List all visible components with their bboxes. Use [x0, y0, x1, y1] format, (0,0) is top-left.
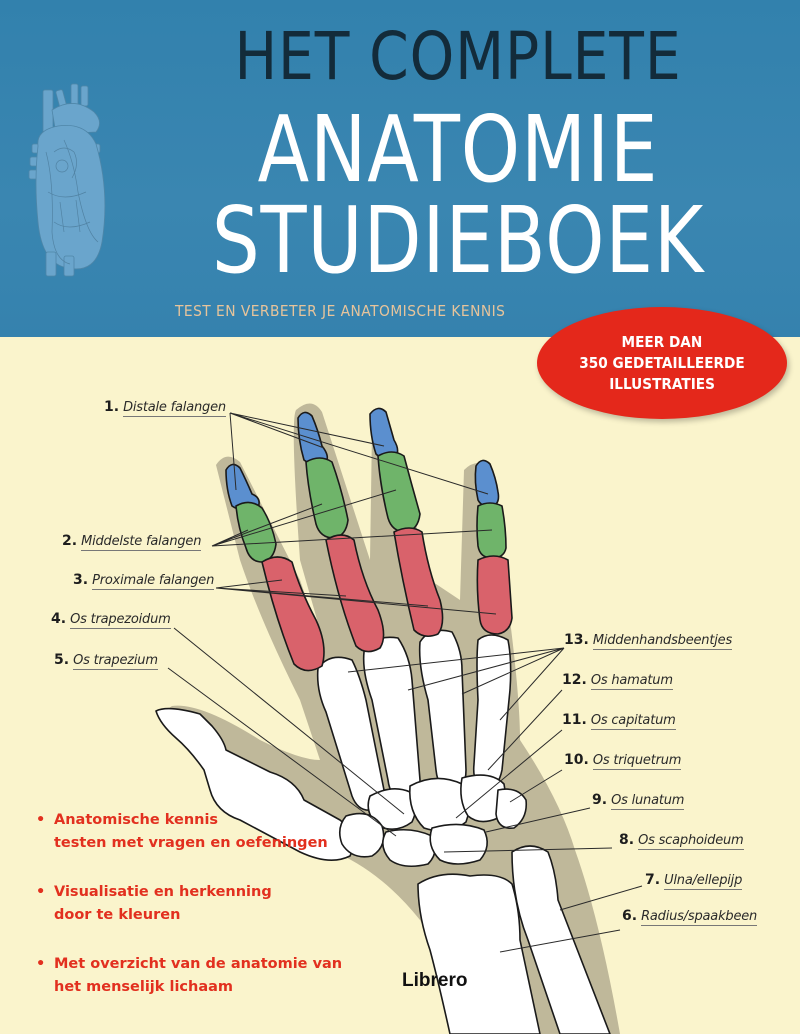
label-number: 3.: [73, 572, 89, 588]
feature-line: het menselijk lichaam: [54, 979, 234, 995]
label-number: 5.: [54, 652, 70, 668]
label-middenhandsbeentjes: 13. Middenhandsbeentjes: [564, 632, 732, 650]
feature-item: Anatomische kennis testen met vragen en …: [36, 809, 366, 855]
feature-item: Met overzicht van de anatomie van het me…: [36, 953, 366, 999]
label-name: Radius/spaakbeen: [641, 909, 758, 926]
label-os-lunatum: 9. Os lunatum: [592, 792, 684, 810]
title-line-2: ANATOMIE: [257, 96, 659, 203]
label-number: 1.: [104, 399, 120, 415]
label-number: 11.: [562, 712, 587, 728]
hand-skeleton-illustration: [155, 403, 643, 1034]
label-name: Os trapezium: [73, 653, 158, 670]
heart-illustration-icon: [28, 83, 106, 277]
label-name: Os triquetrum: [592, 753, 682, 770]
label-name: Proximale falangen: [92, 573, 215, 590]
label-number: 13.: [564, 632, 589, 648]
label-number: 9.: [592, 792, 608, 808]
title-line-3: STUDIEBOEK: [211, 187, 705, 294]
label-name: Middelste falangen: [81, 534, 202, 551]
feature-list: Anatomische kennis testen met vragen en …: [36, 809, 366, 1025]
label-name: Ulna/ellepijp: [664, 873, 743, 890]
label-name: Middenhandsbeentjes: [592, 633, 733, 650]
feature-item: Visualisatie en herkenning door te kleur…: [36, 881, 366, 927]
label-number: 6.: [622, 908, 638, 924]
label-proximale-falangen: 3. Proximale falangen: [73, 572, 214, 590]
label-os-trapezium: 5. Os trapezium: [54, 652, 158, 670]
label-ulna: 7. Ulna/ellepijp: [645, 872, 742, 890]
badge-line-3: ILLUSTRATIES: [609, 374, 715, 393]
label-os-capitatum: 11. Os capitatum: [562, 712, 676, 730]
label-number: 7.: [645, 872, 661, 888]
label-number: 4.: [51, 611, 67, 627]
feature-line: Met overzicht van de anatomie van: [54, 956, 343, 972]
badge-line-2: 350 GEDETAILLEERDE: [579, 353, 745, 372]
feature-line: door te kleuren: [54, 907, 181, 923]
label-number: 12.: [562, 672, 587, 688]
illustrations-count-badge: MEER DAN 350 GEDETAILLEERDE ILLUSTRATIES: [537, 307, 787, 419]
publisher-logo: Librero: [402, 970, 468, 991]
label-name: Os lunatum: [611, 793, 685, 810]
label-middelste-falangen: 2. Middelste falangen: [62, 533, 201, 551]
label-os-triquetrum: 10. Os triquetrum: [564, 752, 681, 770]
label-name: Os trapezoidum: [70, 612, 171, 629]
badge-line-1: MEER DAN: [621, 332, 703, 351]
label-os-hamatum: 12. Os hamatum: [562, 672, 673, 690]
label-os-scaphoideum: 8. Os scaphoideum: [619, 832, 744, 850]
label-name: Os hamatum: [590, 673, 673, 690]
feature-line: Anatomische kennis: [54, 812, 219, 828]
label-radius: 6. Radius/spaakbeen: [622, 908, 757, 926]
feature-line: Visualisatie en herkenning: [54, 884, 272, 900]
label-name: Os capitatum: [590, 713, 676, 730]
label-number: 2.: [62, 533, 78, 549]
label-name: Os scaphoideum: [638, 833, 744, 850]
label-number: 8.: [619, 832, 635, 848]
label-distale-falangen: 1. Distale falangen: [104, 399, 226, 417]
cover-header-band: HET COMPLETE ANATOMIE STUDIEBOEK TEST EN…: [0, 0, 800, 337]
label-name: Distale falangen: [123, 400, 226, 417]
label-number: 10.: [564, 752, 589, 768]
feature-line: testen met vragen en oefeningen: [54, 835, 328, 851]
label-os-trapezoidum: 4. Os trapezoidum: [51, 611, 171, 629]
subtitle: TEST EN VERBETER JE ANATOMISCHE KENNIS: [175, 302, 506, 320]
title-line-1: HET COMPLETE: [234, 18, 682, 95]
